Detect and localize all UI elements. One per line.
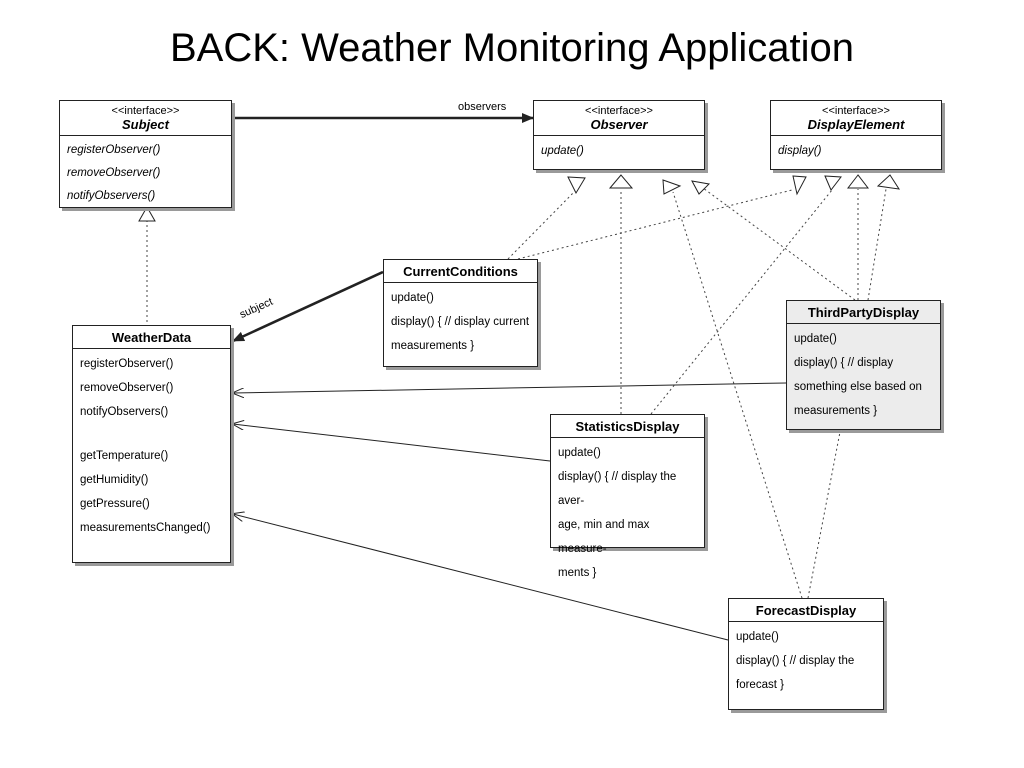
forecast-to-weatherdata [233, 514, 729, 641]
displayelement-stereotype: <<interface>> [822, 105, 890, 117]
weatherdata-name: WeatherData [111, 330, 192, 345]
statisticsdisplay-op: age, min and max measure- [558, 519, 650, 555]
statisticsdisplay-class-box: StatisticsDisplay update() display() { /… [550, 414, 705, 579]
statisticsdisplay-op: update() [558, 447, 601, 459]
forecast-realizes-observer [672, 191, 803, 599]
thirdpartydisplay-op: update() [794, 333, 837, 345]
statisticsdisplay-op: ments } [558, 567, 597, 579]
thirdparty-realizes-observer [702, 187, 856, 301]
displayelement-interface-box: <<interface>> DisplayElement display() [770, 100, 942, 170]
thirdpartydisplay-op: display() { // display [794, 357, 894, 369]
observer-op: update() [541, 145, 584, 157]
subject-association [232, 270, 384, 343]
thirdpartydisplay-op: something else based on [794, 381, 922, 393]
subject-name: Subject [122, 117, 169, 132]
observer-interface-box: <<interface>> Observer update() [533, 100, 705, 170]
subject-op: removeObserver() [67, 167, 161, 179]
statisticsdisplay-op: display() { // display the aver- [558, 471, 677, 507]
currentconditions-realizes-observer [507, 187, 579, 260]
thirdparty-realizes-displayelement-2 [867, 188, 887, 301]
thirdpartydisplay-name: ThirdPartyDisplay [807, 305, 920, 320]
subject-interface-box: <<interface>> Subject registerObserver()… [59, 100, 232, 208]
displayelement-op: display() [778, 145, 822, 157]
weatherdata-op: removeObserver() [80, 382, 174, 394]
currentconditions-name: CurrentConditions [403, 264, 518, 279]
subject-op: notifyObservers() [67, 190, 156, 202]
weatherdata-op: registerObserver() [80, 358, 174, 370]
thirdpartydisplay-op: measurements } [794, 405, 878, 417]
subject-op: registerObserver() [67, 144, 161, 156]
subject-realization-triangle [138, 205, 156, 222]
forecast-to-thirdparty [807, 431, 841, 599]
weatherdata-op: getPressure() [80, 498, 150, 510]
currentconditions-class-box: CurrentConditions update() display() { /… [383, 259, 538, 367]
weatherdata-op: notifyObservers() [80, 406, 169, 418]
forecastdisplay-name: ForecastDisplay [755, 603, 857, 618]
displayelement-name: DisplayElement [807, 117, 905, 132]
weatherdata-op: getTemperature() [80, 450, 169, 462]
observers-label: observers [458, 101, 507, 113]
weatherdata-class-box: WeatherData registerObserver() removeObs… [72, 325, 231, 563]
statistics-to-weatherdata [233, 424, 551, 462]
thirdpartydisplay-class-box: ThirdPartyDisplay update() display() { /… [786, 300, 941, 430]
currentconditions-realizes-displayelement [517, 189, 793, 260]
forecastdisplay-op: display() { // display the [736, 655, 855, 667]
currentconditions-op: display() { // display current [391, 316, 530, 328]
slide-title: BACK: Weather Monitoring Application [169, 26, 855, 70]
observer-stereotype: <<interface>> [585, 105, 653, 117]
forecastdisplay-op: update() [736, 631, 779, 643]
thirdparty-to-weatherdata [233, 382, 787, 393]
weatherdata-op: measurementsChanged() [80, 522, 211, 534]
forecastdisplay-class-box: ForecastDisplay update() display() { // … [728, 598, 884, 710]
currentconditions-op: update() [391, 292, 434, 304]
weatherdata-op: getHumidity() [80, 474, 149, 486]
forecastdisplay-op: forecast } [736, 679, 784, 691]
statisticsdisplay-name: StatisticsDisplay [575, 419, 680, 434]
subject-stereotype: <<interface>> [111, 105, 180, 117]
currentconditions-op: measurements } [391, 340, 475, 352]
observer-name: Observer [590, 117, 648, 132]
